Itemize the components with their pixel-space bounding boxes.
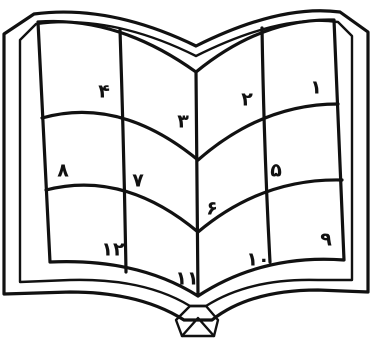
cell-number-1: ١ [310,77,322,99]
cell-number-3: ٣ [177,111,189,133]
grid-line-vertical-right-1 [262,28,270,262]
cell-number-12: ١٢ [101,239,125,261]
cell-number-10: ١٠ [246,249,269,271]
grid-line-horizontal-2 [46,180,342,232]
cell-number-9: ٩ [320,229,332,251]
grid-line-horizontal-1 [42,104,338,160]
cell-number-6: ۶ [206,198,218,220]
cell-number-8: ٨ [57,160,69,182]
cell-number-11: ١١ [175,268,198,290]
cell-number-2: ٢ [241,89,253,111]
cell-number-4: ۴ [98,81,110,103]
cell-number-7: ٧ [132,170,144,192]
grid-line-vertical-left-1 [120,30,126,272]
cell-number-5: ۵ [270,160,282,182]
